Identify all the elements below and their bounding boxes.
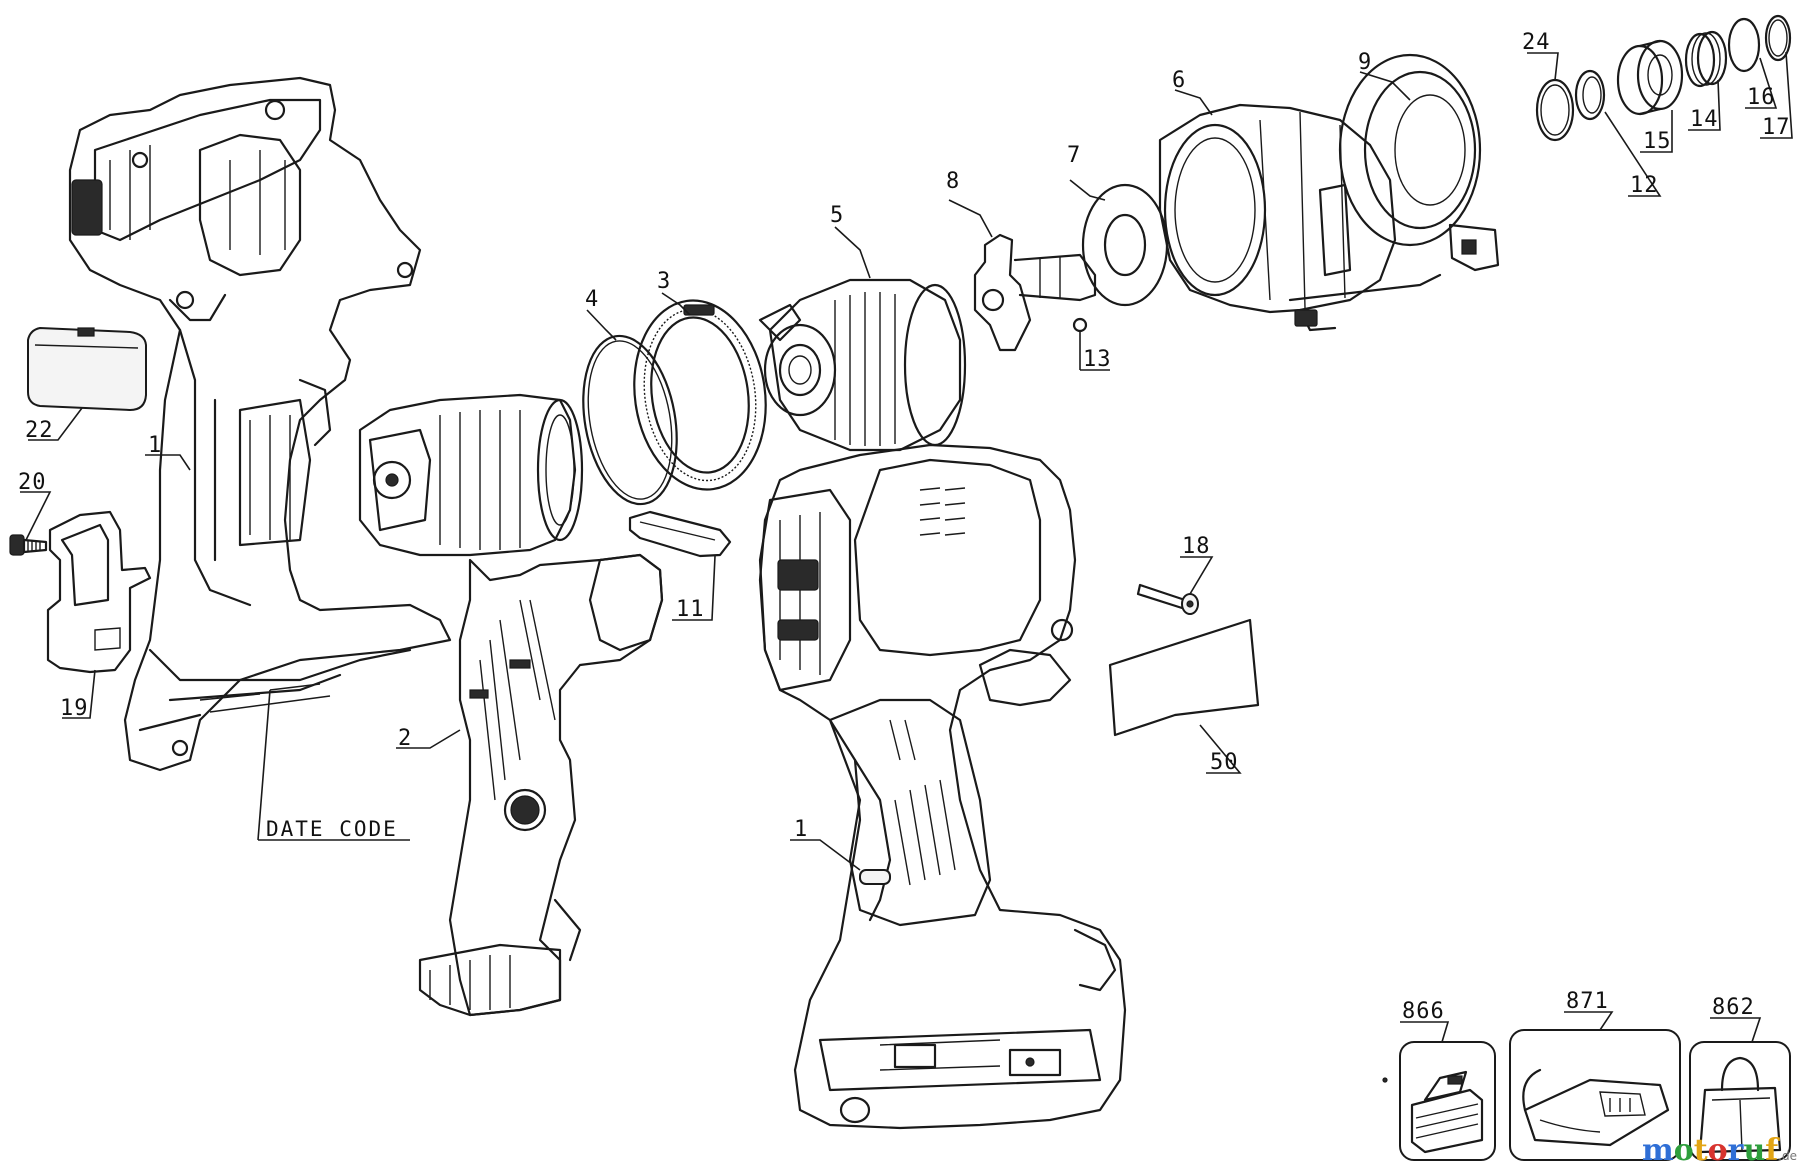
callout-7: 7 <box>1067 143 1081 168</box>
watermark-logo: motoruf.de <box>1642 1133 1797 1168</box>
callout-50: 50 <box>1210 750 1239 775</box>
part-6-front-housing <box>1158 103 1442 332</box>
callout-8: 8 <box>946 169 960 194</box>
part-13-ball <box>1072 317 1088 333</box>
callout-22: 22 <box>25 418 54 443</box>
watermark-letter: o <box>1708 1133 1728 1168</box>
part-5-gear-assembly <box>758 278 967 452</box>
watermark-letter: o <box>1674 1133 1694 1168</box>
part-7-washer <box>1081 183 1169 307</box>
housing-left-half <box>68 76 452 772</box>
callout-862: 862 <box>1712 995 1755 1020</box>
part-16-ring <box>1727 17 1761 73</box>
callout-2: 2 <box>398 726 412 751</box>
callout-1-right: 1 <box>794 817 808 842</box>
watermark-letter: u <box>1743 1133 1765 1168</box>
part-4-o-ring <box>582 334 678 506</box>
callout-24: 24 <box>1522 30 1551 55</box>
part-18-screw <box>1136 583 1199 615</box>
watermark-suffix: .de <box>1778 1149 1797 1163</box>
part-15-collar <box>1616 39 1684 116</box>
part-8-anvil <box>973 233 1097 352</box>
callout-16: 16 <box>1747 85 1776 110</box>
callout-18: 18 <box>1182 534 1211 559</box>
callout-3: 3 <box>657 269 671 294</box>
part-19-belt-clip <box>46 510 152 674</box>
callout-1-left: 1 <box>148 433 162 458</box>
callout-866: 866 <box>1402 999 1445 1024</box>
part-11-pad <box>628 510 732 558</box>
leader-lines <box>20 51 1793 871</box>
part-22-cover <box>27 326 147 412</box>
callout-9: 9 <box>1358 50 1372 75</box>
callout-15: 15 <box>1643 129 1672 154</box>
accessory-866-battery: 866 <box>1399 999 1496 1161</box>
callout-14: 14 <box>1690 107 1719 132</box>
part-2-motor-switch-assembly <box>358 393 664 1017</box>
part-3-ring-gear <box>633 299 767 491</box>
callout-17: 17 <box>1762 115 1791 140</box>
callout-labels: 22 1 20 19 DATE CODE 2 4 3 5 8 7 13 6 9 … <box>18 30 1791 842</box>
part-12-spring-ring <box>1574 69 1606 121</box>
callout-13: 13 <box>1083 347 1112 372</box>
callout-date-code: DATE CODE <box>266 817 398 841</box>
callout-5: 5 <box>830 203 844 228</box>
part-17-ring <box>1764 14 1792 62</box>
callout-12: 12 <box>1630 173 1659 198</box>
watermark-letter: t <box>1694 1133 1708 1168</box>
callout-4: 4 <box>585 287 599 312</box>
callout-6: 6 <box>1172 68 1186 93</box>
part-14-spring <box>1684 30 1728 88</box>
callout-20: 20 <box>18 470 47 495</box>
watermark-letter: r <box>1728 1133 1745 1168</box>
svg-text:motoruf.de: motoruf.de <box>1642 1133 1797 1168</box>
accessory-871-charger: 871 <box>1509 989 1681 1161</box>
part-50-label <box>1108 618 1260 737</box>
callout-11: 11 <box>676 597 705 622</box>
callout-871: 871 <box>1566 989 1609 1014</box>
accessory-862-bag: 862 <box>1689 995 1791 1161</box>
diagram-dot <box>1382 1077 1388 1083</box>
watermark-letter: f <box>1765 1133 1780 1168</box>
watermark-letter: m <box>1642 1133 1674 1168</box>
part-20-screw <box>9 534 48 556</box>
part-9-front-cover <box>1338 53 1500 272</box>
part-24-ring <box>1535 78 1575 142</box>
callout-19: 19 <box>60 696 89 721</box>
housing-right-assembled <box>758 443 1127 1130</box>
